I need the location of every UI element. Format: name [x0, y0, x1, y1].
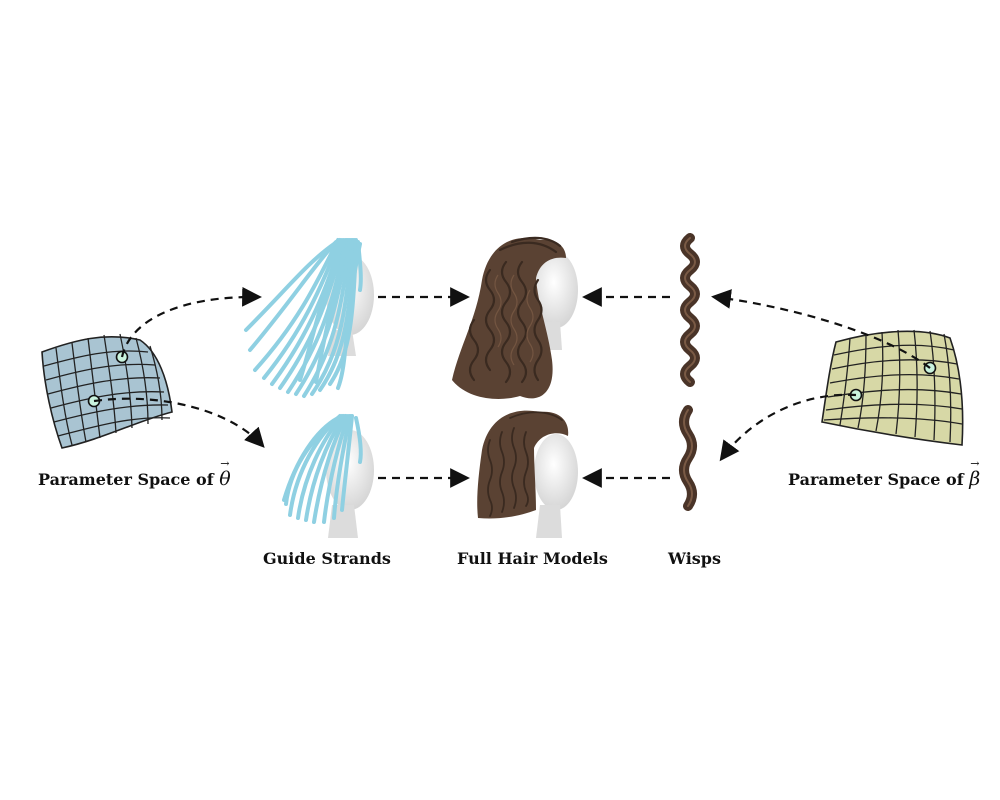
- beta-space-label: Parameter Space of β: [788, 468, 980, 490]
- arrow-beta-to-loose-wisp: [719, 393, 857, 462]
- theta-space-label: Parameter Space of θ: [38, 468, 231, 490]
- arrow-beta-to-tight-wisp: [711, 289, 931, 369]
- beta-parameter-surface: [821, 329, 964, 446]
- wisps-label: Wisps: [668, 549, 721, 568]
- full-hair-models-label: Full Hair Models: [457, 549, 608, 568]
- tight-curl-wisp-icon: [680, 233, 700, 387]
- long-curly-hair-icon: [452, 236, 578, 399]
- dashed-arrows: [93, 286, 931, 488]
- beta-symbol: β: [969, 468, 980, 490]
- theta-symbol: θ: [219, 468, 230, 490]
- theta-parameter-surface: [41, 333, 173, 449]
- short-wavy-hair-icon: [477, 410, 578, 538]
- loose-wave-wisp-icon: [679, 405, 697, 511]
- theta-space-text: Parameter Space of: [38, 470, 214, 489]
- guide-strands-label: Guide Strands: [263, 549, 391, 568]
- short-guide-strands-icon: [282, 414, 374, 538]
- beta-space-text: Parameter Space of: [788, 470, 964, 489]
- long-guide-strands-icon: [244, 238, 374, 398]
- arrow-theta-to-short-guide: [93, 397, 265, 448]
- arrow-theta-to-long-guide: [120, 286, 262, 358]
